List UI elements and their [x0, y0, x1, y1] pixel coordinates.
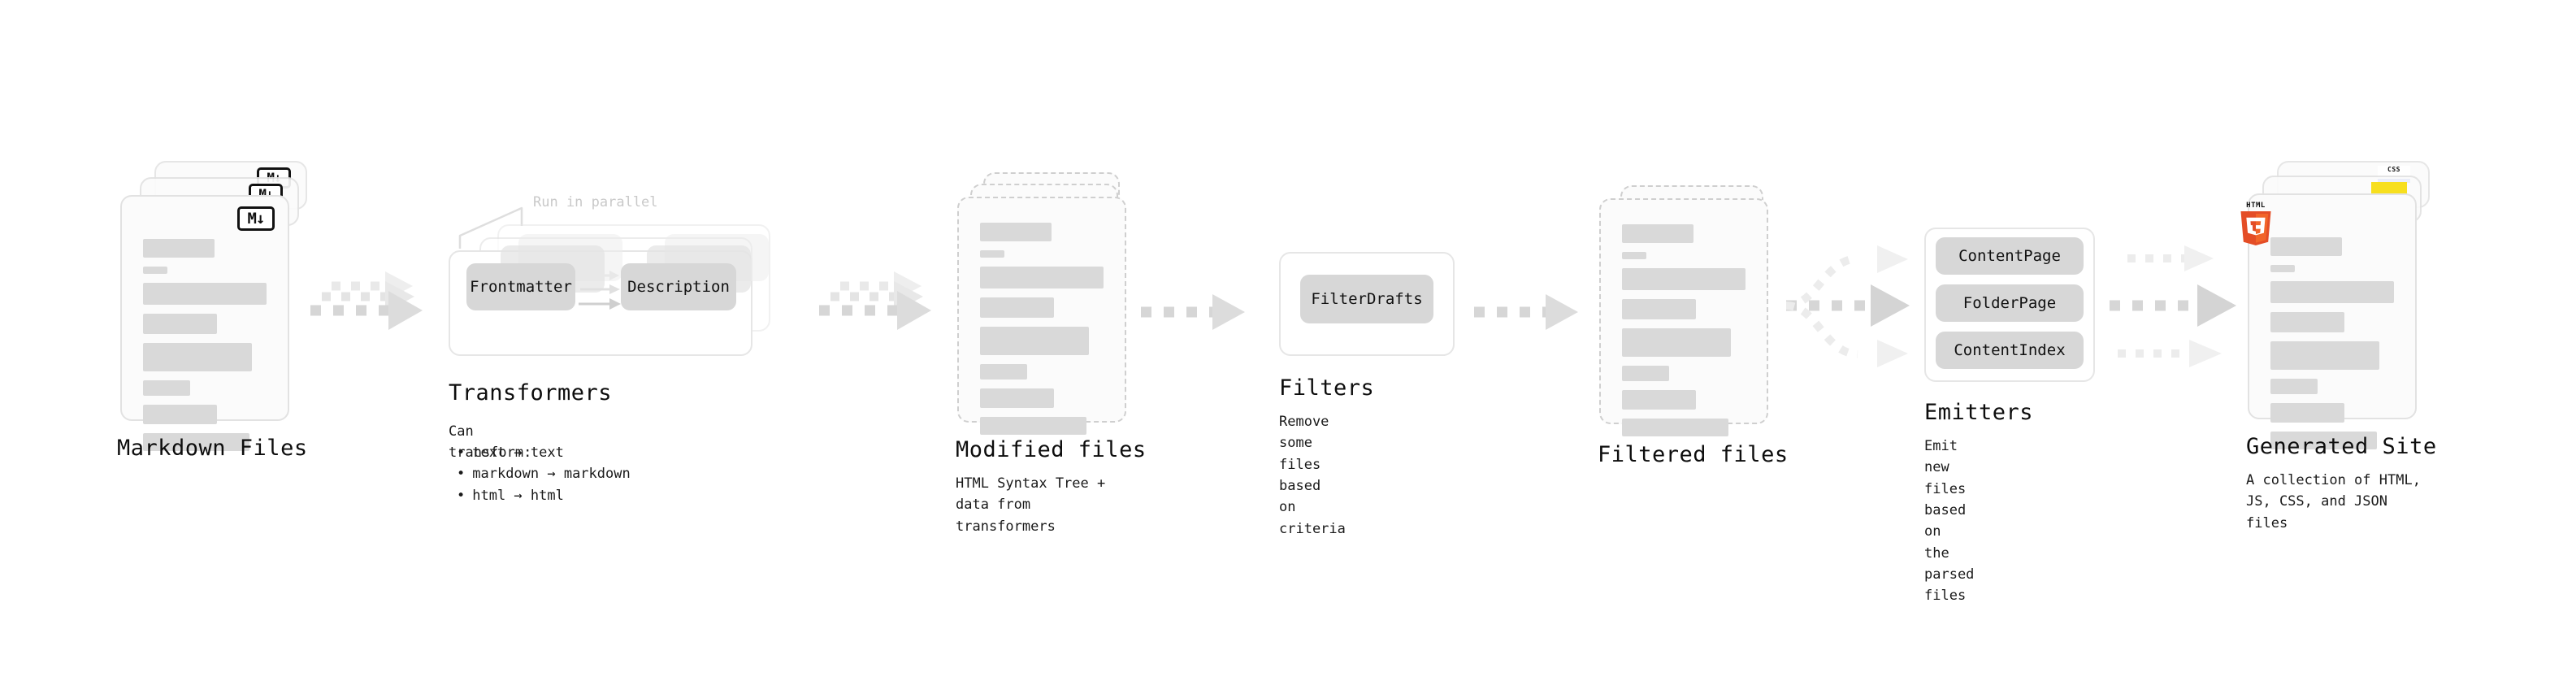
emitters-chip-contentindex-label: ContentIndex	[1954, 341, 2066, 359]
markdown-card-front: M↓	[120, 195, 289, 451]
emitters-title: Emitters	[1924, 400, 2034, 425]
markdown-badge: M↓	[237, 206, 275, 231]
emitters-chip-contentpage[interactable]: ContentPage	[1936, 237, 2084, 275]
transformers-bullet-markdown: markdown → markdown	[457, 463, 630, 484]
emitters-chip-folderpage[interactable]: FolderPage	[1936, 284, 2084, 322]
filters-caption: Remove some files based on criteria	[1279, 414, 1346, 537]
transformers-chip-description[interactable]: Description	[621, 263, 736, 310]
filtered-card-stack	[1599, 185, 1778, 436]
stage-modified-files: Modified files HTML Syntax Tree + data f…	[956, 172, 1146, 535]
markdown-card-content	[143, 239, 267, 460]
emitters-chip-contentpage-label: ContentPage	[1958, 247, 2061, 265]
modified-card-content	[980, 223, 1104, 444]
connector-markdown-to-transformers	[307, 260, 437, 349]
arrow-parallel-triple	[2110, 245, 2236, 367]
emitters-caption: Emit new files based on the parsed files	[1924, 438, 1975, 605]
modified-card-stack	[957, 172, 1136, 435]
generated-card-front: HTML	[2240, 193, 2417, 449]
modified-files-title: Modified files	[956, 437, 1147, 462]
filtered-card-content	[1622, 224, 1746, 445]
emitters-chip-folderpage-label: FolderPage	[1962, 294, 2057, 312]
arrow-dotted-triple	[819, 271, 931, 330]
markdown-files-title: Markdown Files	[117, 436, 308, 461]
connector-emitters-to-generated	[2108, 229, 2262, 384]
filtered-files-title: Filtered files	[1598, 442, 1789, 467]
filters-chip-filterdrafts-label: FilterDrafts	[1311, 290, 1423, 308]
transformers-chip-frontmatter[interactable]: Frontmatter	[466, 263, 575, 310]
filters-chip-filterdrafts[interactable]: FilterDrafts	[1300, 275, 1433, 323]
connector-filtered-to-emitters	[1780, 229, 1942, 384]
arrow-dotted	[1141, 294, 1245, 330]
arrow-fanout	[1785, 245, 1910, 367]
transformers-bullet-text: text → text	[457, 442, 631, 463]
markdown-card-stack: M↓ M↓ M↓	[120, 161, 307, 451]
transformers-chip-frontmatter-label: Frontmatter	[470, 278, 572, 296]
generated-card-stack: CSS HTML	[2240, 161, 2435, 449]
html5-icon-label: HTML	[2246, 202, 2266, 210]
modified-card-front	[957, 197, 1126, 435]
transformers-title: Transformers	[449, 380, 613, 406]
connector-modified-to-filters	[1138, 278, 1260, 351]
arrow-dotted	[1474, 294, 1578, 330]
emitters-chip-contentindex[interactable]: ContentIndex	[1936, 332, 2084, 369]
transformers-inner-arrows	[579, 271, 621, 310]
filtered-card-front	[1599, 198, 1768, 436]
transformers-bullet-html: html → html	[457, 485, 631, 506]
connector-filters-to-filtered	[1471, 278, 1593, 351]
stage-generated-site: CSS HTML	[2240, 161, 2436, 531]
arrow-dotted-triple	[310, 271, 423, 330]
generated-site-title: Generated Site	[2246, 434, 2437, 459]
generated-site-caption: A collection of HTML, JS, CSS, and JSON …	[2246, 472, 2421, 531]
run-in-parallel-bracket	[458, 206, 523, 249]
stage-filtered-files: Filtered files	[1598, 185, 1788, 467]
transformers-bullet-list: text → text markdown → markdown html → h…	[457, 442, 631, 506]
html5-icon: HTML	[2238, 202, 2274, 245]
generated-card-content	[2270, 237, 2394, 458]
run-in-parallel-label: Run in parallel	[533, 194, 658, 210]
modified-files-caption: HTML Syntax Tree + data from transformer…	[956, 475, 1106, 535]
filters-title: Filters	[1279, 375, 1375, 401]
transformers-chip-description-label: Description	[627, 278, 730, 296]
connector-transformers-to-modified	[816, 260, 946, 349]
stage-markdown-files: M↓ M↓ M↓ Markdown Files	[117, 161, 307, 461]
